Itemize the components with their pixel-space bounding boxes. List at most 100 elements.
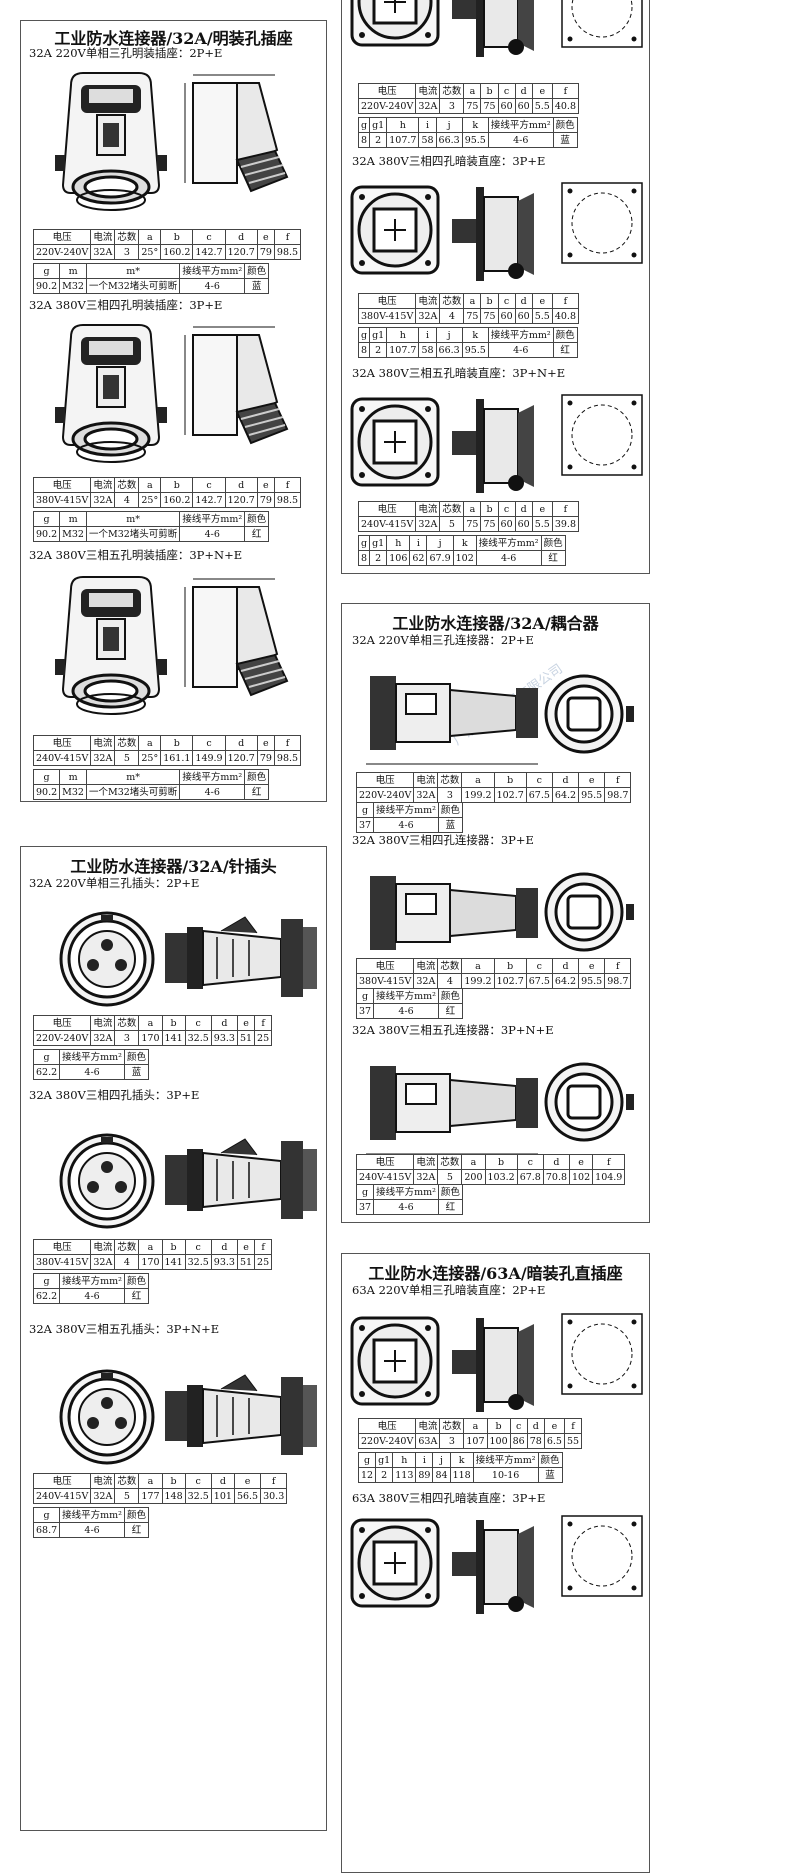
table-cell: 32A bbox=[415, 516, 441, 532]
table-cell: 37 bbox=[355, 1199, 375, 1215]
table-cell: g bbox=[357, 535, 371, 551]
table-cell: h bbox=[392, 1452, 417, 1468]
flush-front-drawing bbox=[350, 0, 440, 47]
table-cell: d bbox=[514, 501, 533, 517]
table-cell: 60 bbox=[514, 98, 533, 114]
table-cell: 电流 bbox=[415, 501, 441, 517]
table-cell: 113 bbox=[392, 1467, 417, 1483]
table-cell: 32A bbox=[413, 787, 439, 803]
table-cell: 红 bbox=[123, 1288, 150, 1304]
table-cell: 电压 bbox=[357, 83, 417, 99]
table-cell: d bbox=[514, 83, 533, 99]
flush-side-drawing bbox=[451, 1317, 535, 1413]
table-cell: 101 bbox=[210, 1488, 235, 1504]
table-cell: e bbox=[256, 735, 275, 751]
table-cell: 25° bbox=[138, 244, 162, 260]
table-cell: b bbox=[161, 1473, 186, 1489]
table-cell: b bbox=[160, 735, 194, 751]
table-cell: b bbox=[480, 293, 499, 309]
panel-flush63: 工业防水连接器/63A/暗装孔直插座 63A 220V单相三孔暗装直座：2P+E… bbox=[341, 1253, 650, 1873]
table-cell: 4-6 bbox=[487, 342, 554, 358]
table-cell: 红 bbox=[552, 342, 578, 358]
table-cell: 102.7 bbox=[493, 973, 527, 989]
table-cell: 177 bbox=[138, 1488, 163, 1504]
table-cell: f bbox=[604, 958, 632, 974]
table-cell: 100 bbox=[486, 1433, 511, 1449]
table-cell: 电压 bbox=[32, 1239, 92, 1255]
table-cell: 电流 bbox=[90, 229, 116, 245]
table-cell: c bbox=[516, 1154, 544, 1170]
table-cell: 接线平方mm² bbox=[373, 988, 439, 1004]
table-cell: 4-6 bbox=[475, 550, 542, 566]
item-subtitle: 32A 380V三相五孔插头：3P+N+E bbox=[29, 1322, 220, 1336]
table-cell: e bbox=[531, 501, 553, 517]
table-cell: 4 bbox=[439, 308, 465, 324]
flush-front-drawing bbox=[350, 1316, 440, 1406]
table-cell: 380V-415V bbox=[32, 1254, 92, 1270]
table-cell: 64.2 bbox=[551, 973, 580, 989]
table-cell: 160.2 bbox=[160, 244, 194, 260]
table-cell: m bbox=[59, 769, 87, 785]
table-cell: b bbox=[161, 1015, 186, 1031]
table-cell: e bbox=[236, 1015, 256, 1031]
table-cell: f bbox=[563, 1418, 583, 1434]
table-cell: 75 bbox=[480, 516, 499, 532]
table-cell: g bbox=[355, 988, 375, 1004]
table-cell: 芯数 bbox=[114, 229, 140, 245]
table-cell: 60 bbox=[497, 516, 516, 532]
table-cell: 84 bbox=[432, 1467, 451, 1483]
table-cell: m* bbox=[85, 263, 181, 279]
socket-front-drawing bbox=[53, 323, 169, 464]
table-cell: 接线平方mm² bbox=[373, 802, 439, 818]
table-cell: 220V-240V bbox=[355, 787, 415, 803]
table-cell: 40.8 bbox=[551, 308, 580, 324]
table-cell: 8 bbox=[357, 132, 371, 148]
table-cell: 90.2 bbox=[32, 784, 61, 800]
table-cell: b bbox=[480, 501, 499, 517]
table-cell: g1 bbox=[369, 117, 388, 133]
table-cell: e bbox=[569, 1154, 594, 1170]
table-cell: c bbox=[184, 1015, 212, 1031]
flush-front-drawing bbox=[350, 185, 440, 275]
table-cell: 颜色 bbox=[244, 769, 270, 785]
table-cell: 75 bbox=[463, 516, 482, 532]
table-cell: 64.2 bbox=[551, 787, 580, 803]
table-cell: k bbox=[449, 1452, 474, 1468]
table-cell: 颜色 bbox=[244, 263, 270, 279]
table-cell: 芯数 bbox=[437, 958, 463, 974]
table-cell: 240V-415V bbox=[32, 1488, 92, 1504]
plug-front-drawing bbox=[59, 1369, 155, 1465]
table-cell: 30.3 bbox=[260, 1488, 288, 1504]
flush-cutout-drawing bbox=[561, 0, 643, 48]
table-cell: 电压 bbox=[355, 1154, 415, 1170]
table-cell: 40.8 bbox=[551, 98, 580, 114]
table-cell: d bbox=[210, 1473, 235, 1489]
table-cell: 89 bbox=[415, 1467, 434, 1483]
table-cell: d bbox=[526, 1418, 545, 1434]
table-cell: 141 bbox=[161, 1254, 186, 1270]
table-cell: c bbox=[525, 772, 553, 788]
table-cell: 148 bbox=[161, 1488, 186, 1504]
table-cell: 240V-415V bbox=[355, 1169, 415, 1185]
table-cell: 25° bbox=[138, 750, 162, 766]
table-cell: 接线平方mm² bbox=[59, 1273, 125, 1289]
table-cell: 60 bbox=[497, 308, 516, 324]
table-cell: 58 bbox=[418, 132, 437, 148]
table-cell: 2 bbox=[369, 132, 388, 148]
table-cell: 160.2 bbox=[160, 492, 194, 508]
table-cell: 93.3 bbox=[210, 1030, 238, 1046]
table-cell: 75 bbox=[480, 308, 499, 324]
table-cell: 120.7 bbox=[224, 244, 258, 260]
table-cell: g bbox=[32, 1273, 61, 1289]
table-cell: 2 bbox=[375, 1467, 394, 1483]
table-cell: a bbox=[463, 293, 482, 309]
table-cell: 98.5 bbox=[273, 750, 302, 766]
table-cell: 104.9 bbox=[592, 1169, 626, 1185]
table-cell: 102.7 bbox=[493, 787, 527, 803]
